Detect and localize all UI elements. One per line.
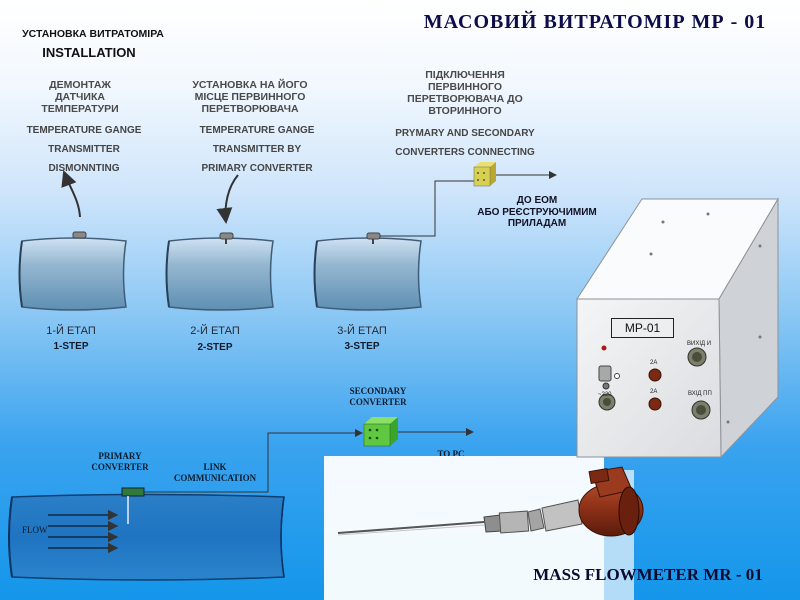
stage3-converter-box [473, 162, 496, 187]
device-power-label: ~220 [598, 392, 612, 398]
stage3-wire [380, 180, 474, 237]
installation-title-en: INSTALLATION [42, 45, 136, 60]
device-input-label: ВХІД ПП [688, 391, 712, 397]
device-fuse-label-1: 2A [650, 360, 658, 366]
bottom-title: MASS FLOWMETER MR - 01 [533, 565, 763, 584]
stage2-step-ua: 2-Й ЕТАП [190, 325, 240, 337]
to-pc-label: TO PC [437, 449, 465, 456]
stage1-step-en: 1-STEP [53, 341, 89, 352]
stage1-step-ua: 1-Й ЕТАП [46, 325, 96, 337]
flow-arrows [48, 509, 119, 554]
main-pipe [8, 493, 285, 581]
secondary-converter-box [363, 417, 398, 447]
stage3-step-en: 3-STEP [344, 341, 380, 352]
page-title: МАСОВИЙ ВИТРАТОМІР МР - 01 [423, 11, 767, 33]
stage1-pipe [18, 231, 127, 311]
stage1-arrow [61, 170, 81, 218]
stage2-arrow [216, 174, 239, 224]
device-name-plate: MP-01 [611, 318, 674, 338]
device-fuse-label-2: 2A [650, 389, 658, 395]
link-wire [144, 429, 363, 493]
installation-title-ua: УСТАНОВКА ВИТРАТОМІРА [22, 28, 164, 40]
device-output-label: ВИХІД И [687, 341, 712, 347]
primary-converter-probe [337, 466, 644, 537]
mp01-device [576, 197, 779, 459]
stage3-pipe [313, 232, 422, 311]
stage3-step-ua: 3-Й ЕТАП [337, 325, 387, 337]
stage2-pipe [165, 232, 274, 311]
stage2-step-en: 2-STEP [197, 342, 233, 353]
flow-label: FLOW [22, 525, 48, 535]
